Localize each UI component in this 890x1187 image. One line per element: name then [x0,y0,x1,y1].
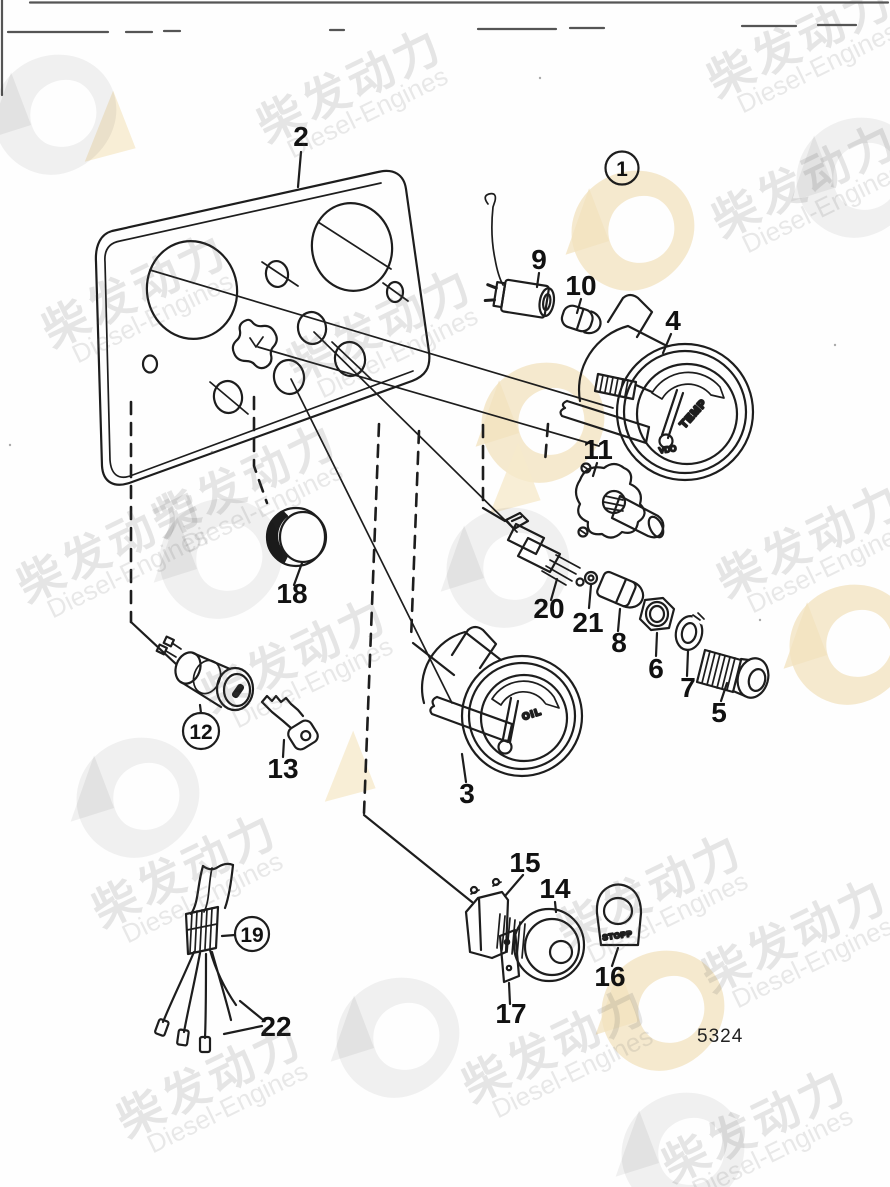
threads [496,913,526,959]
callout-14: 14 [539,873,571,904]
callout-1: 1 [616,158,628,181]
callout-15: 15 [509,847,540,878]
callout-numbers: 1 2 3 4 5 6 7 8 9 10 11 12 13 14 15 16 1… [189,121,726,1042]
gauge-oil: OIL [421,625,584,778]
cable-harness [154,862,238,1054]
gauge-temp-label: TEMP [678,397,710,431]
gauge-oil-label: OIL [521,706,544,723]
nut-6 [638,596,676,632]
dial-band [651,371,725,400]
callout-6: 6 [648,653,664,684]
instrument-panel [94,169,431,486]
stopp-label: STOPP [602,929,633,942]
needle [497,696,520,755]
callout-18: 18 [276,578,307,609]
lamp-socket-20 [504,511,585,587]
bulb-8 [596,570,645,609]
lock-washer-7 [674,612,705,651]
paper-specks [8,76,837,622]
ignition-lock [155,635,255,712]
stop-button-14 [512,907,586,983]
callout-9: 9 [531,244,547,275]
wires [154,948,238,1054]
callout-4: 4 [665,305,681,336]
callout-12: 12 [189,721,212,744]
projection-solid-lines [129,506,507,904]
toggle-switch [574,462,665,539]
spindle [593,372,654,401]
callout-5: 5 [711,697,727,728]
wire [484,192,504,286]
key [260,694,319,751]
callout-13: 13 [267,753,298,784]
bracket-15 [464,877,510,960]
bulb-socket-9 [483,192,556,319]
callout-22: 22 [260,1011,291,1042]
callout-3: 3 [459,778,475,809]
balloon-19 [233,915,271,953]
drawing-number: 5324 [697,1026,743,1047]
callout-7: 7 [680,672,696,703]
callout-8: 8 [611,627,627,658]
leader-lines-long [149,221,614,704]
callout-16: 16 [594,961,625,992]
bulb-10 [560,304,602,335]
keyhole-cutout [231,318,278,370]
plate-17 [498,928,521,984]
callout-11: 11 [583,434,613,465]
stopp-plate: STOPP [595,883,643,947]
callout-21: 21 [572,607,603,638]
knob-18 [265,506,328,568]
callout-17: 17 [495,998,526,1029]
stop-button-assembly [464,877,586,984]
callout-2: 2 [293,121,309,152]
callout-19: 19 [240,924,263,947]
needle [658,388,685,449]
gauge-temp-brand: VDO [658,444,676,455]
clamp-bracket [429,695,514,744]
dial-band [491,680,560,709]
scan-artifacts [0,0,890,97]
screw-plug-5 [695,648,770,699]
callout-10: 10 [565,270,596,301]
washer-21 [583,570,599,586]
callout-20: 20 [533,593,564,624]
